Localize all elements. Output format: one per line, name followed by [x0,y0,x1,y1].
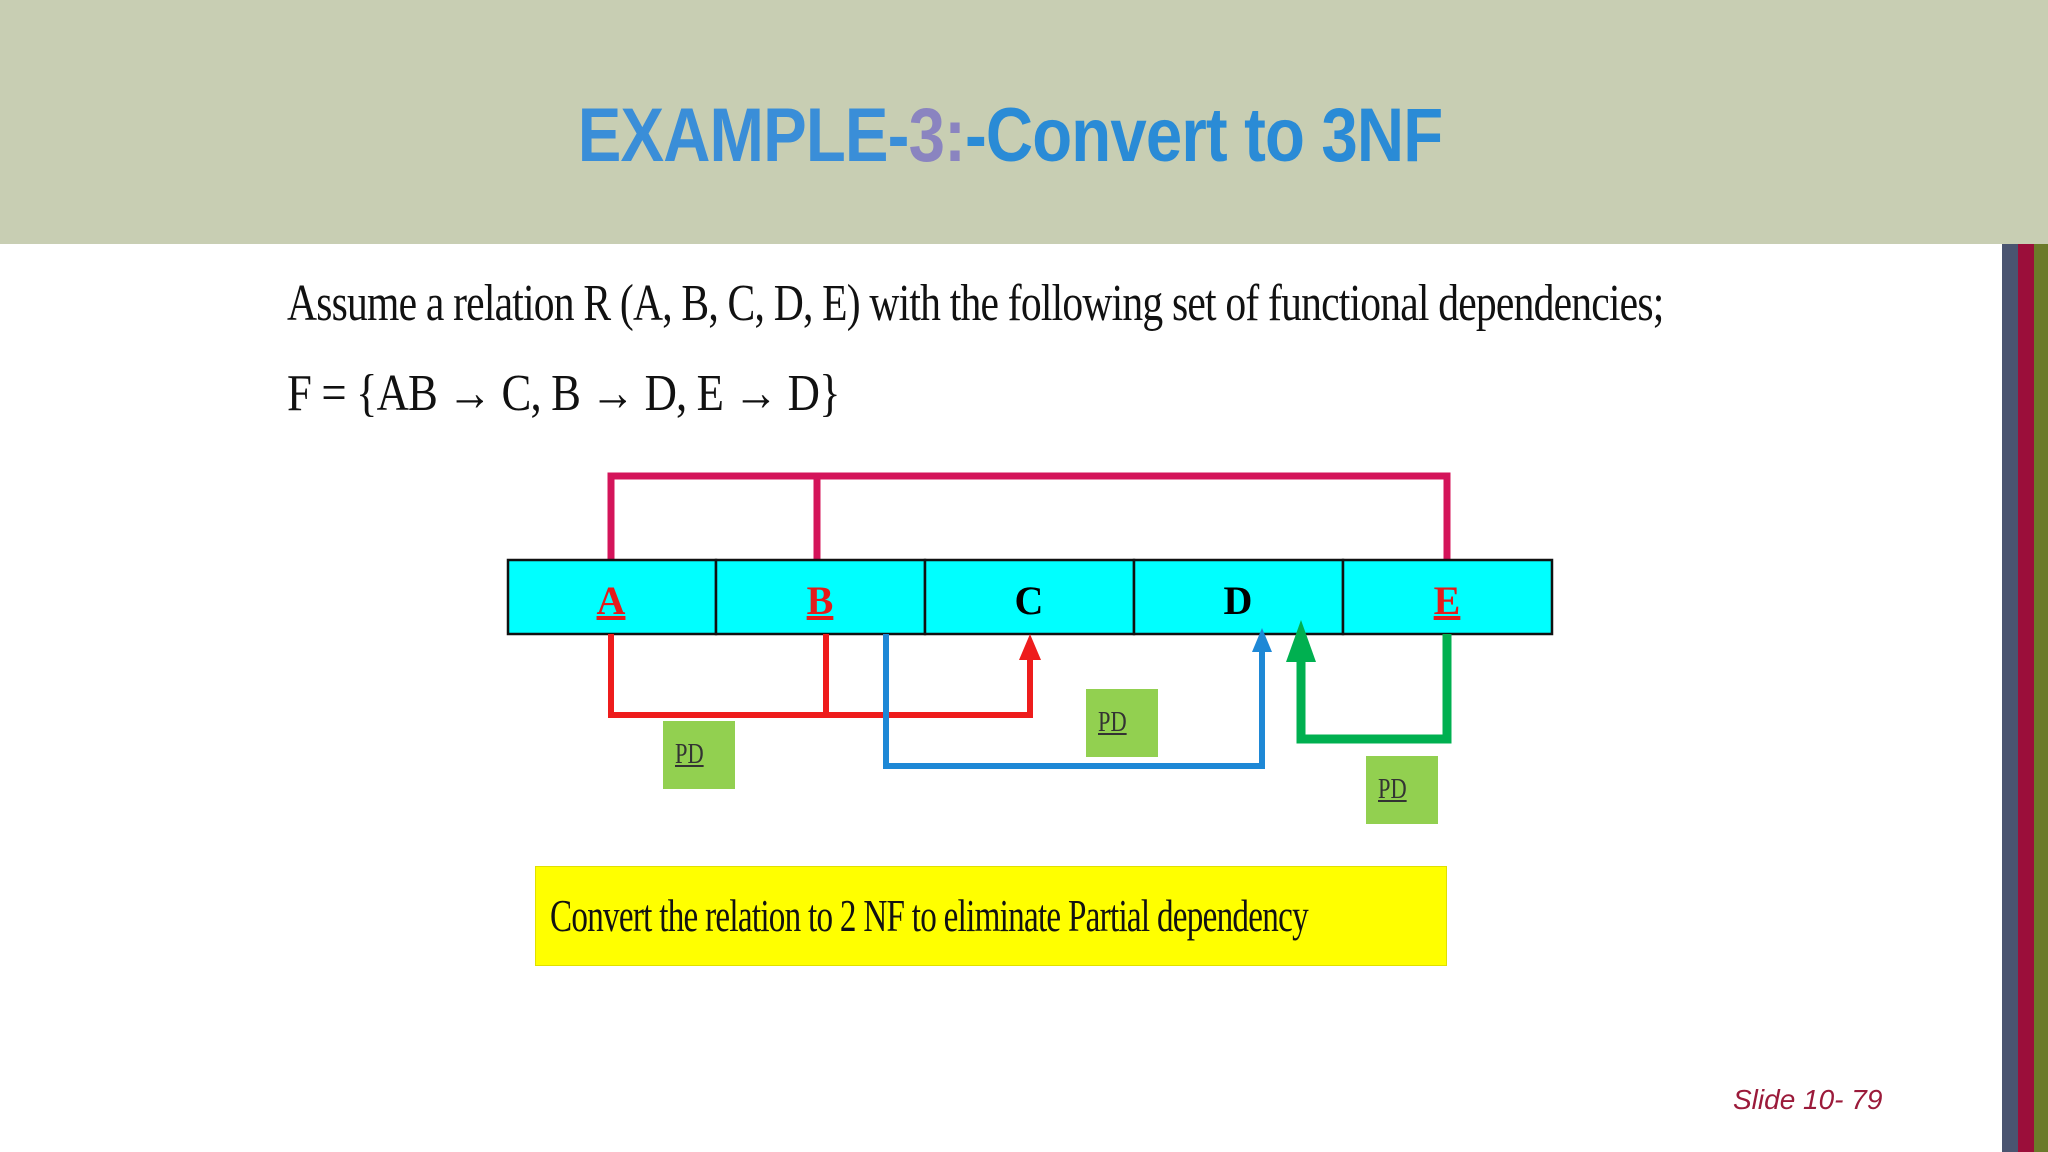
side-bar-olive [2034,244,2048,1152]
pd-label-ab-text: PD [675,739,704,770]
side-bar-slate [2002,244,2018,1152]
side-bar-crimson [2018,244,2034,1152]
fd-e-to-d-line [1296,634,1452,744]
pd-label-b: PD [1086,689,1158,757]
note-box: Convert the relation to 2 NF to eliminat… [535,866,1447,966]
attribute-c: C [1015,578,1044,623]
pd-label-e-text: PD [1378,774,1407,805]
relation-table [506,558,1554,636]
relation-cell-c [923,558,1136,636]
attribute-labels: A B C D E [597,578,1461,623]
slide-title: EXAMPLE-3:-Convert to 3NF [141,92,1878,179]
intro-text: Assume a relation R (A, B, C, D, E) with… [287,275,1664,332]
top-bracket [607,472,1451,560]
fd-ab-to-c-arrowhead [1019,634,1041,660]
fd-ab-to-c-line [608,634,1033,718]
note-text: Convert the relation to 2 NF to eliminat… [550,890,1309,941]
fd-set-text: F = {AB → C, B → D, E → D} [287,365,841,422]
pd-label-e: PD [1366,756,1438,824]
relation-cell-d [1132,558,1345,636]
fd-e-to-d-arrowhead [1286,620,1316,662]
relation-cell-b [714,558,927,636]
fd-b-to-d-arrowhead [1252,628,1272,652]
fd-ab-to-c [608,634,1033,718]
top-bracket-line [607,472,1451,560]
fd-b-to-d-line [883,634,1265,769]
pd-label-b-text: PD [1098,707,1127,738]
attribute-d: D [1224,578,1253,623]
relation-cell-a [506,558,718,636]
title-part-convert: -Convert to 3NF [964,93,1443,178]
attribute-b: B [807,578,834,623]
relation-cell-e [1341,558,1554,636]
pd-label-ab: PD [663,721,735,789]
slide-header [0,0,2048,244]
attribute-e: E [1434,578,1461,623]
attribute-a: A [597,578,626,623]
slide-number: Slide 10- 79 [1733,1084,1883,1115]
title-part-example: EXAMPLE- [577,93,910,178]
title-part-number: 3: [908,93,966,178]
